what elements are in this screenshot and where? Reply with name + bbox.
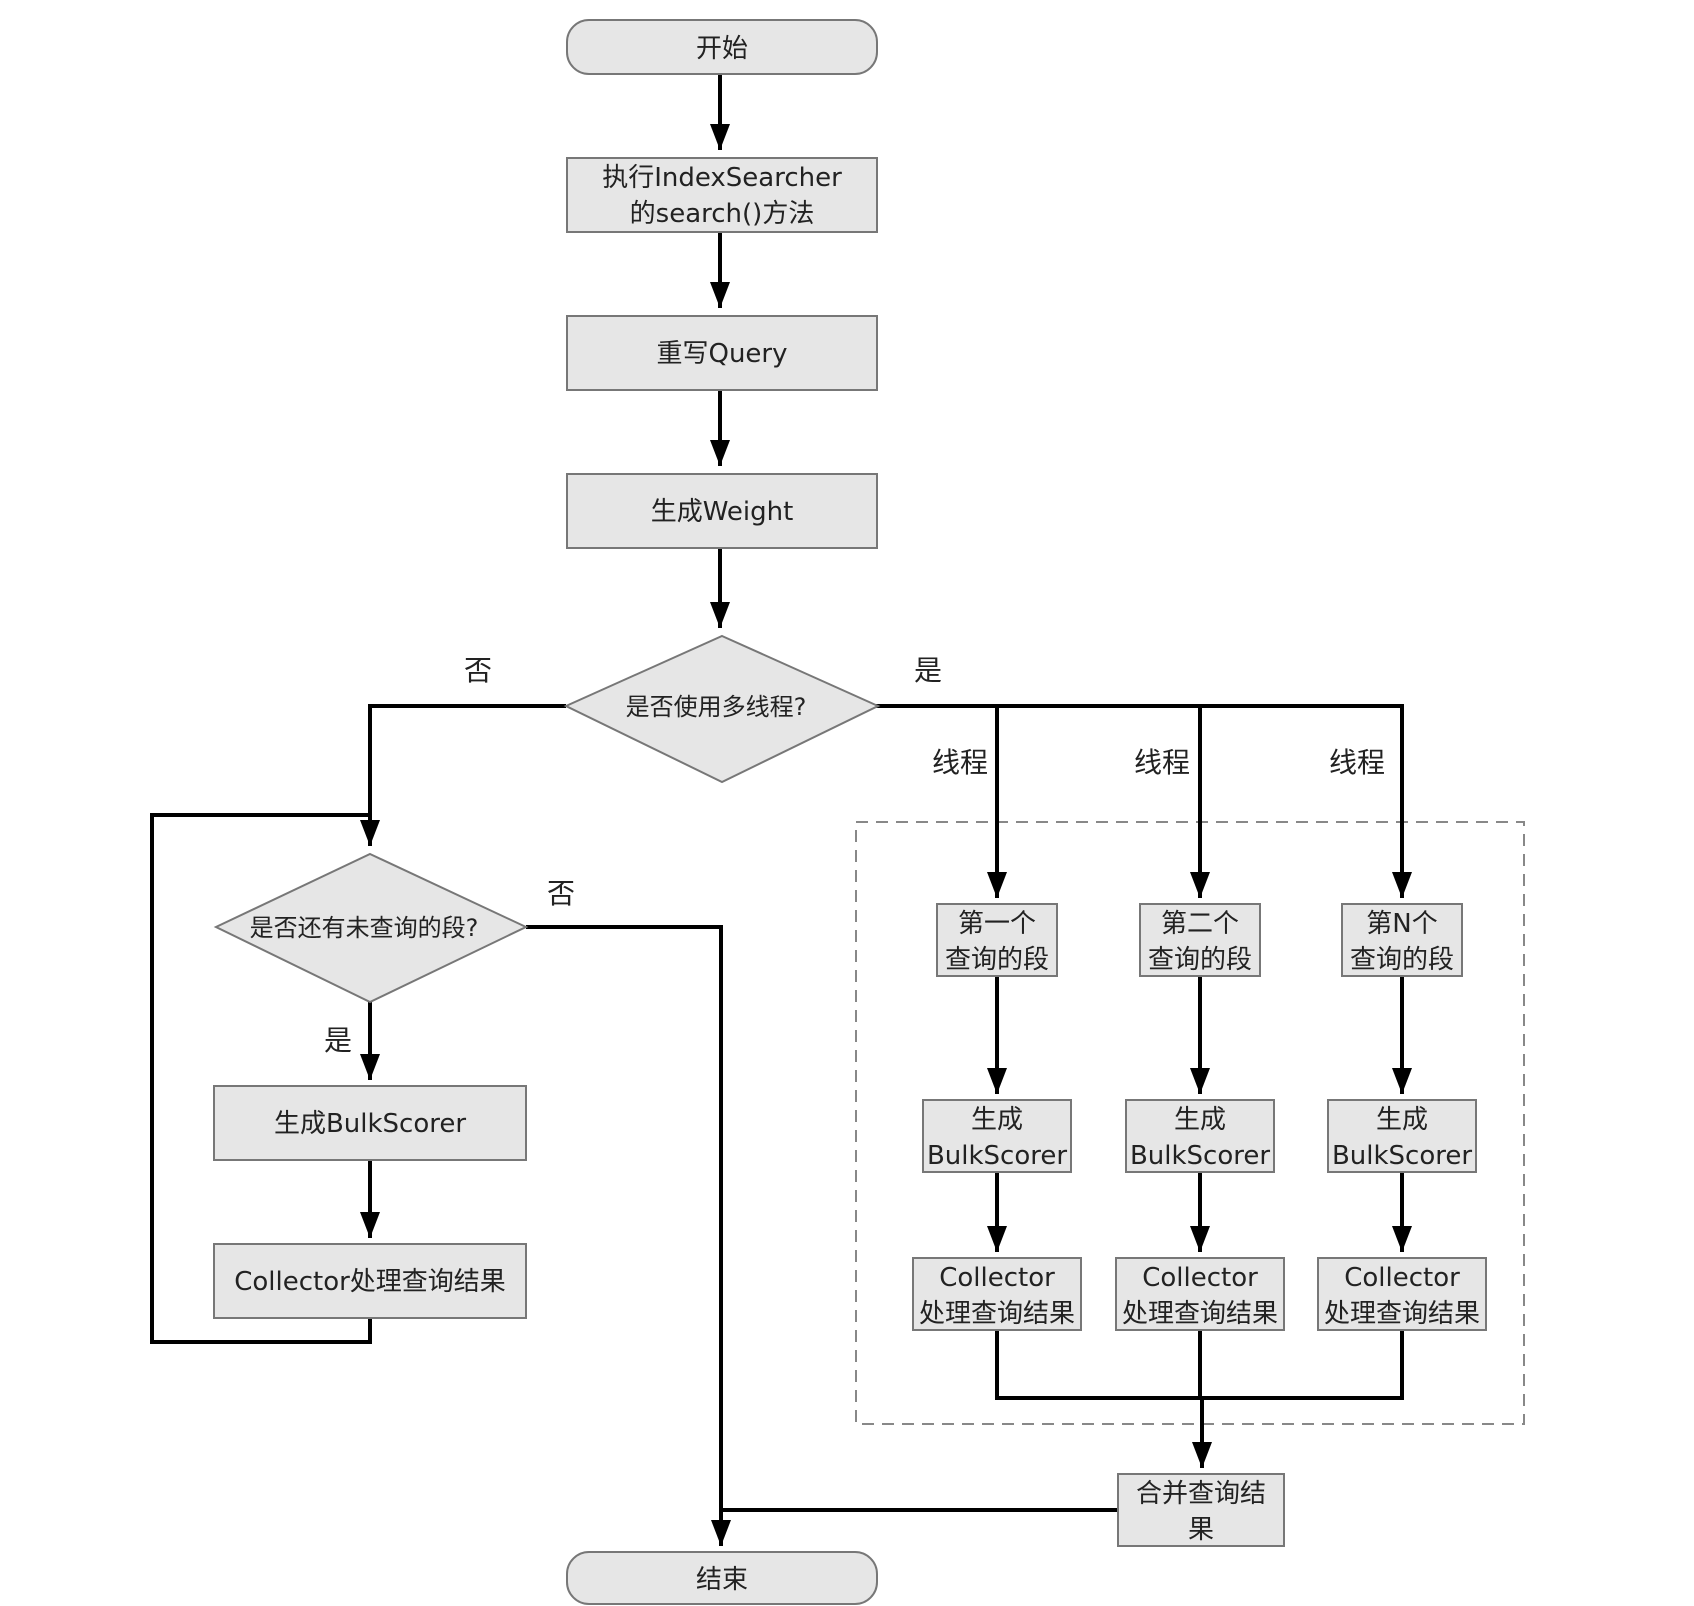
segment-n-label-1: 第N个 bbox=[1366, 909, 1437, 939]
segment-1-label-2: 查询的段 bbox=[945, 945, 1049, 975]
thread-n-collector-label-1: Collector bbox=[1344, 1263, 1460, 1293]
merge-results-label-2: 果 bbox=[1188, 1515, 1214, 1545]
thread-1-bulkscorer-node bbox=[922, 1099, 1072, 1173]
thread-n-bulkscorer-label-2: BulkScorer bbox=[1332, 1141, 1472, 1171]
arrow-no-to-segments bbox=[360, 704, 566, 846]
thread-n-bulkscorer-node bbox=[1327, 1099, 1477, 1173]
edge-label-no-multithread: 否 bbox=[464, 654, 492, 687]
thread-1-collector-label-2: 处理查询结果 bbox=[919, 1299, 1075, 1329]
thread-1-collector-label-1: Collector bbox=[939, 1263, 1055, 1293]
arrow-no-to-end bbox=[526, 925, 731, 1546]
thread-1-bulkscorer-label-1: 生成 bbox=[971, 1105, 1023, 1135]
thread-2-bulkscorer-node bbox=[1125, 1099, 1275, 1173]
multithread-decision bbox=[563, 634, 881, 784]
edge-label-no-segments: 否 bbox=[547, 877, 575, 910]
collector-label: Collector处理查询结果 bbox=[234, 1267, 506, 1297]
exec-search-label-2: 的search()方法 bbox=[630, 199, 815, 229]
thread-1-collector-node bbox=[912, 1257, 1082, 1331]
segment-n-node bbox=[1341, 903, 1463, 977]
thread-n-collector-node bbox=[1317, 1257, 1487, 1331]
thread-2-collector-label-1: Collector bbox=[1142, 1263, 1258, 1293]
edge-label-thread-2: 线程 bbox=[1134, 746, 1190, 779]
weight-label: 生成Weight bbox=[651, 497, 794, 527]
connectors bbox=[150, 74, 1412, 1546]
parallel-group-frame bbox=[855, 821, 1525, 1425]
segment-1-label-1: 第一个 bbox=[958, 909, 1036, 939]
end-node bbox=[566, 1551, 878, 1605]
merge-results-label-1: 合并查询结 bbox=[1136, 1479, 1266, 1509]
end-label: 结束 bbox=[696, 1565, 748, 1595]
segment-2-label-2: 查询的段 bbox=[1148, 945, 1252, 975]
exec-search-label-1: 执行IndexSearcher bbox=[602, 163, 842, 193]
start-label: 开始 bbox=[696, 34, 748, 64]
bulkscorer-label: 生成BulkScorer bbox=[274, 1109, 466, 1139]
arrow-yes-thread-n bbox=[876, 704, 1412, 898]
loop-back-line bbox=[150, 813, 372, 1344]
segment-1-node bbox=[936, 903, 1058, 977]
thread-1-bulkscorer-label-2: BulkScorer bbox=[927, 1141, 1067, 1171]
thread-n-collector-label-2: 处理查询结果 bbox=[1324, 1299, 1480, 1329]
segment-2-label-1: 第二个 bbox=[1161, 909, 1239, 939]
thread-2-collector-node bbox=[1115, 1257, 1285, 1331]
thread-2-bulkscorer-label-2: BulkScorer bbox=[1130, 1141, 1270, 1171]
start-node bbox=[566, 19, 878, 75]
weight-node bbox=[566, 473, 878, 549]
edge-label-thread-n: 线程 bbox=[1329, 746, 1385, 779]
segments-label: 是否还有未查询的段? bbox=[250, 914, 479, 942]
thread-2-collector-label-2: 处理查询结果 bbox=[1122, 1299, 1278, 1329]
collector-node bbox=[213, 1243, 527, 1319]
exec-search-node bbox=[566, 157, 878, 233]
multithread-label: 是否使用多线程? bbox=[626, 693, 807, 721]
rewrite-query-label: 重写Query bbox=[656, 339, 787, 369]
merge-results-node bbox=[1117, 1473, 1285, 1547]
thread-n-bulkscorer-label-1: 生成 bbox=[1376, 1105, 1428, 1135]
edge-label-yes-multithread: 是 bbox=[914, 654, 942, 687]
rewrite-query-node bbox=[566, 315, 878, 391]
thread-2-bulkscorer-label-1: 生成 bbox=[1174, 1105, 1226, 1135]
edge-label-thread-1: 线程 bbox=[932, 746, 988, 779]
bulkscorer-node bbox=[213, 1085, 527, 1161]
segment-n-label-2: 查询的段 bbox=[1350, 945, 1454, 975]
segment-2-node bbox=[1139, 903, 1261, 977]
edge-label-yes-segments: 是 bbox=[324, 1024, 352, 1057]
segments-decision bbox=[213, 852, 529, 1004]
